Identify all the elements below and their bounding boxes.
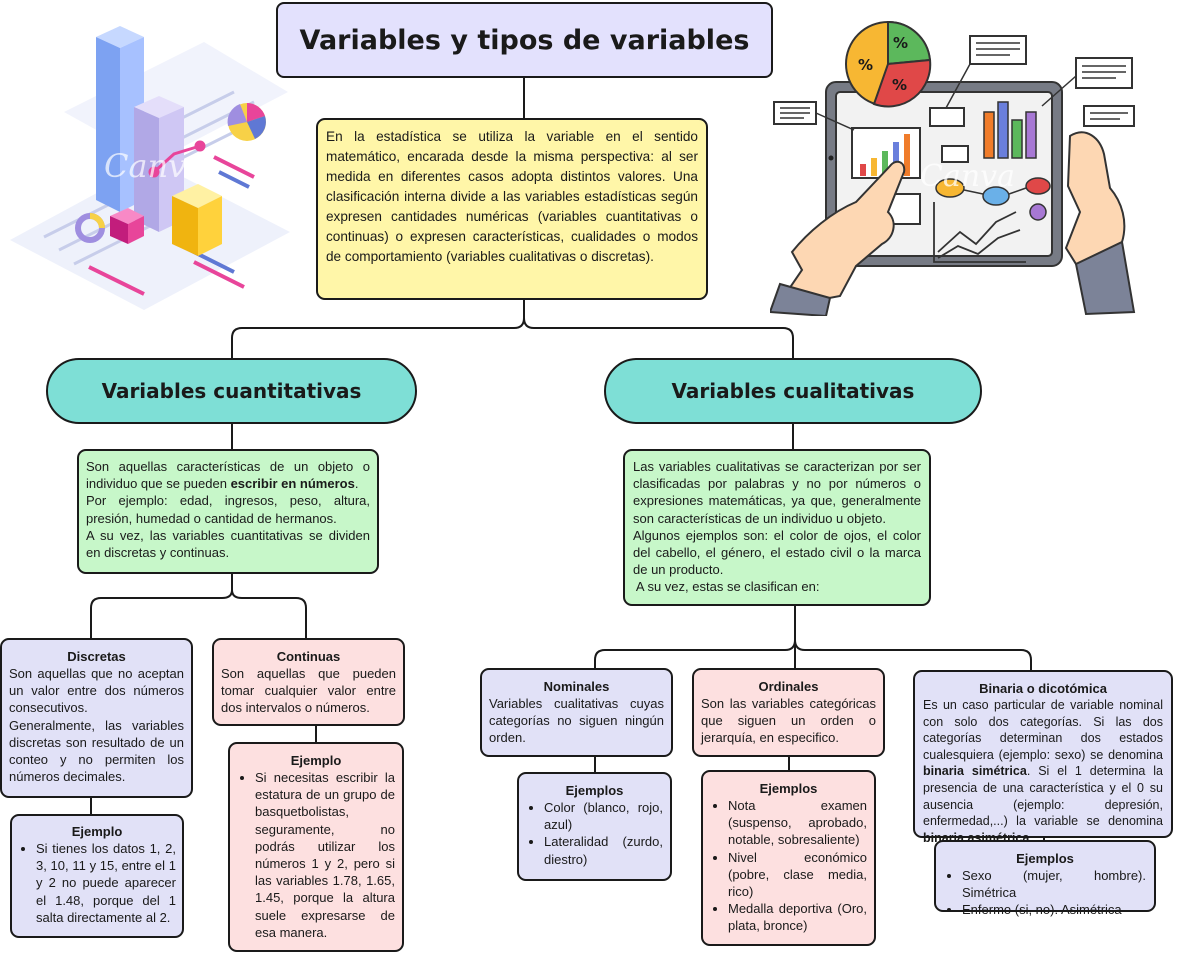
line-chart-icon: [148, 140, 206, 178]
qualitative-desc-1: Las variables cualitativas se caracteriz…: [633, 459, 921, 526]
pie-label-yellow: %: [858, 56, 873, 74]
watermark: Canva: [920, 159, 1015, 194]
list-item: Nivel económico (pobre, clase media, ric…: [728, 849, 867, 901]
ordinal-desc: Son las variables categóricas que siguen…: [701, 696, 876, 746]
quantitative-split: A su vez, las variables cuantitativas se…: [86, 527, 370, 561]
tablet-illustration: % % %: [770, 20, 1136, 316]
ordinal-example-list: Nota examen (suspenso, aprobado, notable…: [710, 797, 867, 935]
intro-box: En la estadística se utiliza la variable…: [316, 118, 708, 300]
definition-bold: escribir en números: [230, 476, 355, 492]
quantitative-example: Por ejemplo: edad, ingresos, peso, altur…: [86, 493, 370, 526]
discrete-p2: Generalmente, las variables discretas so…: [9, 717, 184, 785]
large-bar-chart: [983, 101, 1037, 159]
page-title-box: Variables y tipos de variables: [276, 2, 773, 78]
nominal-example-title: Ejemplos: [565, 783, 624, 798]
nominal-title: Nominales: [543, 679, 610, 694]
continuous-example-list: Si necesitas escribir la estatura de un …: [237, 769, 395, 941]
qualitative-title: Variables cualitativas: [671, 379, 915, 403]
pie-label-red: %: [892, 76, 907, 94]
list-item: Sexo (mujer, hombre). Simétrica: [962, 867, 1146, 901]
qualitative-pill: Variables cualitativas: [604, 358, 982, 424]
discrete-box: Discretas Son aquellas que no aceptan un…: [0, 638, 193, 798]
list-item: Nota examen (suspenso, aprobado, notable…: [728, 797, 867, 849]
qualitative-desc-2: Algunos ejemplos son: el color de ojos, …: [633, 527, 921, 578]
binary-bold-a: binaria simétrica: [923, 764, 1027, 779]
discrete-title: Discretas: [67, 649, 126, 664]
binary-example-title: Ejemplos: [1016, 851, 1074, 866]
yellow-bar: [172, 184, 222, 256]
quantitative-title: Variables cuantitativas: [101, 379, 362, 403]
nominal-example-box: Ejemplos Color (blanco, rojo, azul) Late…: [517, 772, 672, 881]
pie-chart-icon: [227, 103, 266, 141]
binary-desc-a: Es un caso particular de variable nomina…: [923, 698, 1163, 762]
pie-label-green: %: [893, 34, 908, 52]
quantitative-definition: Son aquellas características de un objet…: [86, 458, 370, 492]
qualitative-desc-3: A su vez, estas se clasifican en:: [633, 579, 820, 595]
binary-example-list: Sexo (mujer, hombre). Simétrica Enfermo …: [944, 867, 1146, 919]
binary-desc: Es un caso particular de variable nomina…: [923, 697, 1163, 846]
nominal-box: Nominales Variables cualitativas cuyas c…: [480, 668, 673, 757]
continuous-example-box: Ejemplo Si necesitas escribir la estatur…: [228, 742, 404, 952]
qualitative-description: Las variables cualitativas se caracteriz…: [623, 449, 931, 606]
binary-example-box: Ejemplos Sexo (mujer, hombre). Simétrica…: [934, 840, 1156, 917]
binary-title: Binaria o dicotómica: [979, 681, 1107, 696]
continuous-example-title: Ejemplo: [290, 753, 342, 768]
quantitative-pill: Variables cuantitativas: [46, 358, 417, 424]
bar-chart-illustration: Canva: [10, 26, 290, 310]
flow-nodes: [935, 177, 1051, 221]
pink-cube: [110, 208, 144, 244]
ordinal-title: Ordinales: [758, 679, 819, 694]
left-hand: [770, 160, 906, 316]
page-title: Variables y tipos de variables: [299, 24, 750, 56]
donut-chart-icon: [75, 213, 105, 243]
list-item: Si necesitas escribir la estatura de un …: [255, 769, 395, 941]
discrete-p1: Son aquellas que no aceptan un valor ent…: [9, 666, 184, 716]
list-item: Si tienes los datos 1, 2, 3, 10, 11 y 15…: [36, 840, 176, 926]
discrete-example-list: Si tienes los datos 1, 2, 3, 10, 11 y 15…: [18, 840, 176, 926]
ordinal-example-title: Ejemplos: [759, 781, 818, 796]
nominal-desc: Variables cualitativas cuyas categorías …: [489, 696, 664, 746]
pie-chart-icon: [845, 20, 932, 108]
definition-end: .: [354, 476, 359, 492]
continuous-box: Continuas Son aquellas que pueden tomar …: [212, 638, 405, 726]
discrete-example-box: Ejemplo Si tienes los datos 1, 2, 3, 10,…: [10, 814, 184, 938]
list-item: Medalla deportiva (Oro, plata, bronce): [728, 900, 867, 934]
intro-text: En la estadística se utiliza la variable…: [326, 129, 698, 264]
line-graph: [933, 202, 1026, 263]
callout-boxes: [773, 35, 1135, 225]
right-hand: [1064, 131, 1136, 316]
binary-desc-b: . Si el 1 determina la presencia de una …: [923, 764, 1163, 829]
discrete-example-title: Ejemplo: [71, 824, 123, 839]
continuous-title: Continuas: [276, 649, 341, 664]
list-item: Color (blanco, rojo, azul): [544, 799, 663, 833]
list-item: Enfermo (si, no). Asimétrica: [962, 901, 1146, 918]
small-bar-chart: [851, 127, 921, 179]
continuous-desc: Son aquellas que pueden tomar cualquier …: [221, 666, 396, 716]
nominal-example-list: Color (blanco, rojo, azul) Lateralidad (…: [526, 799, 663, 868]
watermark: Canva: [104, 147, 205, 185]
binary-box: Binaria o dicotómica Es un caso particul…: [913, 670, 1173, 845]
ordinal-example-box: Ejemplos Nota examen (suspenso, aprobado…: [701, 770, 876, 946]
list-item: Lateralidad (zurdo, diestro): [544, 833, 663, 867]
quantitative-description: Son aquellas características de un objet…: [77, 449, 379, 574]
ordinal-box: Ordinales Son las variables categóricas …: [692, 668, 885, 757]
definition-text: Son aquellas características de un objet…: [86, 459, 370, 492]
